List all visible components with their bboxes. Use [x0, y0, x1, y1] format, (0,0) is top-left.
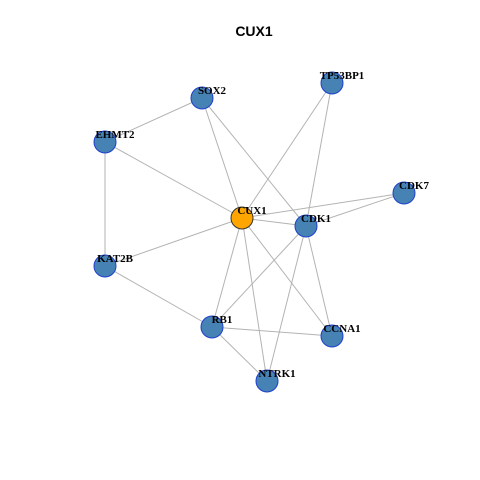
node-label-ccna1: CCNA1	[323, 323, 360, 335]
node-circle-ntrk1	[255, 369, 279, 393]
edge-cux1-sox2	[201, 97, 243, 219]
node-circle-cdk7	[392, 181, 416, 205]
edge-kat2b-rb1	[104, 265, 213, 328]
node-sox2: SOX2	[190, 85, 227, 110]
node-circle-cdk1	[294, 214, 318, 238]
node-circle-cux1	[230, 206, 254, 230]
node-label-cux1: CUX1	[237, 205, 266, 217]
node-tp53bp1: TP53BP1	[320, 70, 365, 95]
edge-cux1-kat2b	[104, 217, 243, 267]
edge-layer	[104, 82, 405, 382]
edge-sox2-cdk1	[201, 97, 307, 227]
edge-sox2-ehmt2	[104, 97, 203, 143]
node-cux1: CUX1	[230, 205, 267, 230]
node-label-tp53bp1: TP53BP1	[320, 70, 365, 82]
node-ccna1: CCNA1	[320, 323, 361, 348]
node-circle-ehmt2	[93, 130, 117, 154]
node-circle-ccna1	[320, 324, 344, 348]
node-label-ehmt2: EHMT2	[95, 129, 135, 141]
node-label-cdk7: CDK7	[399, 180, 429, 192]
edge-cdk1-ntrk1	[266, 225, 307, 382]
node-circle-sox2	[190, 86, 214, 110]
edge-cdk1-rb1	[211, 225, 307, 328]
edge-cux1-ntrk1	[241, 217, 268, 382]
edge-cux1-cdk7	[241, 192, 405, 219]
node-ehmt2: EHMT2	[93, 129, 135, 154]
edge-tp53bp1-cdk1	[305, 82, 333, 227]
node-ntrk1: NTRK1	[255, 368, 296, 393]
node-label-rb1: RB1	[212, 314, 233, 326]
node-label-ntrk1: NTRK1	[258, 368, 295, 380]
node-cdk7: CDK7	[392, 180, 429, 205]
graph-title: CUX1	[235, 23, 273, 39]
edge-cdk7-cdk1	[305, 192, 405, 227]
node-label-kat2b: KAT2B	[97, 253, 134, 265]
edge-rb1-ntrk1	[211, 326, 268, 382]
node-kat2b: KAT2B	[93, 253, 134, 278]
node-rb1: RB1	[200, 314, 233, 339]
node-cdk1: CDK1	[294, 213, 331, 238]
edge-rb1-ccna1	[211, 326, 333, 337]
edge-cux1-ehmt2	[104, 141, 243, 219]
node-label-sox2: SOX2	[198, 85, 227, 97]
node-circle-tp53bp1	[320, 71, 344, 95]
node-circle-rb1	[200, 315, 224, 339]
edge-cdk1-ccna1	[305, 225, 333, 337]
edge-cux1-rb1	[211, 217, 243, 328]
node-label-cdk1: CDK1	[301, 213, 331, 225]
edge-cux1-tp53bp1	[241, 82, 333, 219]
edge-cux1-ccna1	[241, 217, 333, 337]
node-circle-kat2b	[93, 254, 117, 278]
